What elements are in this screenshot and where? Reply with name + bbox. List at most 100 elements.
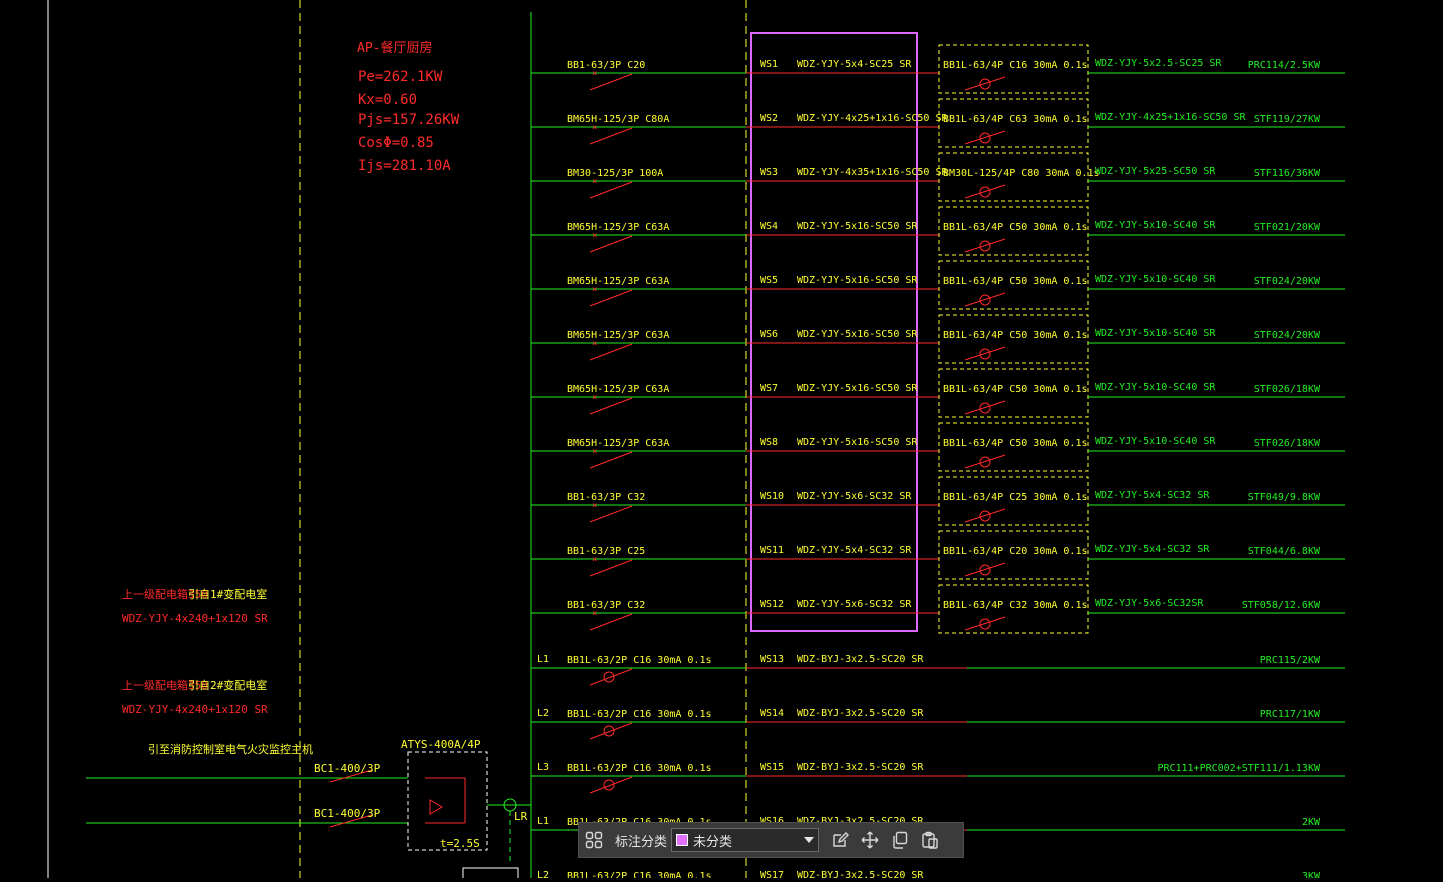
single-breaker-symbol [589, 668, 633, 686]
rcd-symbol [964, 616, 1006, 631]
edit-icon[interactable] [825, 825, 855, 855]
annotation-selection-box[interactable] [750, 32, 918, 632]
single-circuit-cable: WDZ-BYJ-3x2.5-SC20 SR [797, 762, 924, 773]
rcd-label: BB1L-63/4P C50 30mA 0.1s [943, 384, 1088, 395]
breaker-x-mark: × [592, 501, 597, 511]
grid-icon[interactable] [579, 825, 609, 855]
annotation-category-label: 标注分类 [615, 834, 668, 850]
breaker-symbol [589, 343, 633, 361]
outgoing-cable: WDZ-YJY-5x10-SC40 SR [1095, 274, 1216, 285]
breaker-label: BM65H-125/3P C63A [567, 222, 669, 233]
circuit-cable: WDZ-YJY-5x16-SC50 SR [797, 383, 918, 394]
single-rcd-circle-icon [603, 725, 615, 737]
circuit-id: WS2 [760, 113, 778, 124]
single-breaker-symbol [589, 722, 633, 740]
circuit-id: WS4 [760, 221, 778, 232]
move-icon[interactable] [855, 825, 885, 855]
load-label: STF024/20KW [1254, 276, 1321, 287]
breaker-x-mark: × [592, 555, 597, 565]
breaker-symbol [589, 127, 633, 145]
rcd-circle-icon [979, 132, 991, 144]
breaker-x-mark: × [592, 609, 597, 619]
breaker-symbol [589, 613, 633, 631]
breaker-symbol [589, 559, 633, 577]
phase-label: L2 [537, 708, 549, 719]
breaker-x-mark: × [592, 177, 597, 187]
breaker-x-mark: × [592, 123, 597, 133]
single-circuit-id: WS16 [760, 816, 784, 827]
outgoing-cable: WDZ-YJY-5x10-SC40 SR [1095, 382, 1216, 393]
rcd-symbol [964, 346, 1006, 361]
outgoing-cable: WDZ-YJY-5x4-SC32 SR [1095, 490, 1210, 501]
single-circuit-id: WS15 [760, 762, 784, 773]
source2-label-a: 上一级配电箱350 [122, 678, 208, 692]
fire-monitor-note: 引至消防控制室电气火灾监控主机 [148, 742, 313, 756]
single-circuit-cable: WDZ-BYJ-3x2.5-SC20 SR [797, 816, 924, 827]
summary-line-kx: Kx=0.60 [358, 92, 417, 108]
source2-label-b: 引自2#变配电室 [188, 678, 267, 692]
load-label: STF058/12.6KW [1242, 600, 1321, 611]
lr-label: LR [514, 810, 528, 823]
paste-icon[interactable] [915, 825, 945, 855]
circuit-id: WS6 [760, 329, 778, 340]
single-circuit-id: WS13 [760, 654, 784, 665]
rcd-symbol [964, 76, 1006, 91]
circuit-id: WS3 [760, 167, 778, 178]
phase-label: L3 [537, 762, 549, 773]
breaker-x-mark: × [592, 231, 597, 241]
rcd-symbol [964, 562, 1006, 577]
breaker-label: BB1-63/3P C32 [567, 600, 645, 611]
breaker-label: BM30-125/3P 100A [567, 168, 663, 179]
rcd-circle-icon [979, 402, 991, 414]
breaker-x-mark: × [592, 69, 597, 79]
rcd-label: BB1L-63/4P C50 30mA 0.1s [943, 222, 1088, 233]
single-load-label: 2KW [1302, 817, 1321, 828]
ats-box[interactable] [407, 751, 488, 851]
single-breaker-label: BB1L-63/2P C16 30mA 0.1s [567, 871, 712, 878]
rcd-circle-icon [979, 240, 991, 252]
incoming-breaker-1-symbol [329, 769, 373, 783]
summary-line-pe: Pe=262.1KW [358, 69, 443, 85]
panel-title: AP-餐厅厨房 [357, 40, 432, 56]
rcd-label: BB1L-63/4P C50 30mA 0.1s [943, 438, 1088, 449]
breaker-symbol [589, 451, 633, 469]
category-selected-value: 未分类 [693, 834, 733, 850]
single-circuit-cable: WDZ-BYJ-3x2.5-SC20 SR [797, 708, 924, 719]
breaker-label: BB1-63/3P C32 [567, 492, 645, 503]
annotation-category-select[interactable]: 未分类 [671, 828, 820, 852]
phase-label: L2 [537, 870, 549, 878]
ats-switch-icon [429, 799, 443, 815]
copy-icon[interactable] [885, 825, 915, 855]
rcd-circle-icon [979, 456, 991, 468]
rcd-circle-icon [979, 78, 991, 90]
breaker-symbol [589, 181, 633, 199]
ats-time-label: t=2.5S [440, 837, 480, 850]
single-circuit-id: WS14 [760, 708, 784, 719]
rcd-circle-icon [979, 348, 991, 360]
breaker-label: BM65H-125/3P C63A [567, 330, 669, 341]
single-load-label: 3KW [1302, 871, 1321, 878]
outgoing-cable: WDZ-YJY-4x25+1x16-SC50 SR [1095, 112, 1246, 123]
rcd-symbol [964, 508, 1006, 523]
circuit-id: WS1 [760, 59, 778, 70]
rcd-label: BB1L-63/4P C50 30mA 0.1s [943, 330, 1088, 341]
outgoing-cable: WDZ-YJY-5x10-SC40 SR [1095, 328, 1216, 339]
bottom-small-box [462, 867, 519, 881]
rcd-symbol [964, 238, 1006, 253]
breaker-x-mark: × [592, 339, 597, 349]
load-label: STF026/18KW [1254, 438, 1321, 449]
outgoing-cable: WDZ-YJY-5x2.5-SC25 SR [1095, 58, 1222, 69]
outgoing-cable: WDZ-YJY-5x10-SC40 SR [1095, 220, 1216, 231]
incoming-breaker-2-symbol [329, 814, 373, 828]
